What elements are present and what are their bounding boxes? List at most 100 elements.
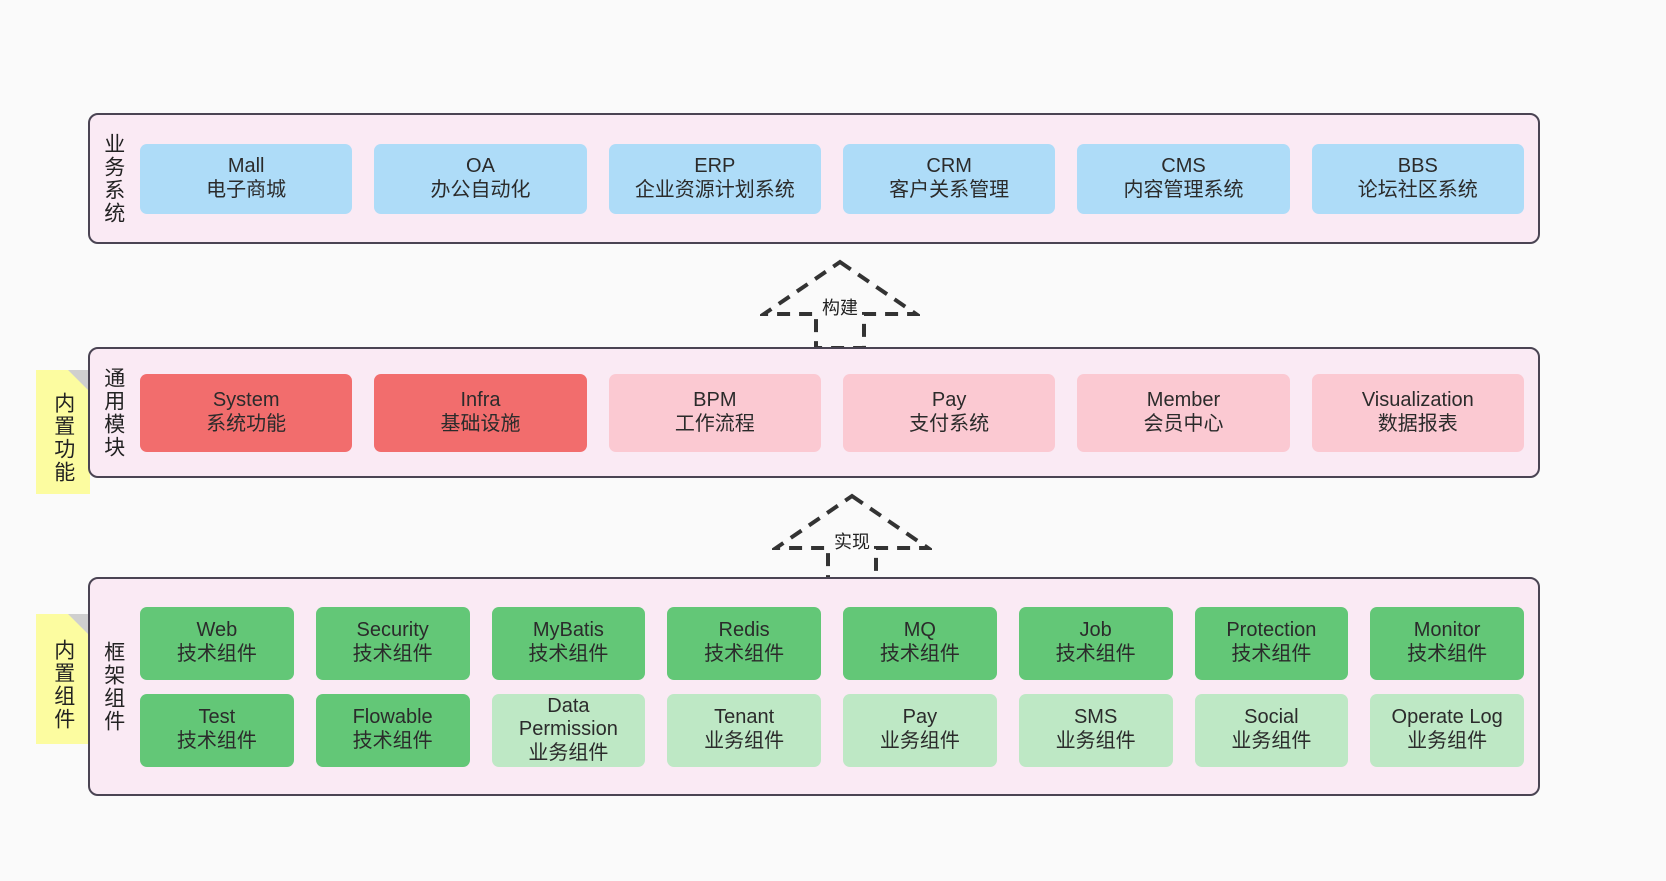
layer-framework-component: 框架组件 Web 技术组件 Security 技术组件 MyBatis 技术组件…	[88, 577, 1540, 796]
node-name-en: Social	[1244, 706, 1299, 729]
node-name-cn: 技术组件	[879, 643, 960, 665]
node-name-en: Pay	[931, 388, 967, 411]
node-web[interactable]: Web 技术组件	[140, 606, 294, 680]
node-name-cn: 内容管理系统	[1123, 178, 1244, 201]
note-label: 内置功能	[51, 392, 75, 484]
node-name-cn: 业务组件	[1055, 730, 1136, 752]
node-job[interactable]: Job 技术组件	[1018, 606, 1173, 680]
node-name-cn: 技术组件	[528, 643, 609, 665]
node-system[interactable]: System 系统功能	[140, 373, 353, 452]
node-flowable[interactable]: Flowable 技术组件	[315, 693, 470, 767]
node-bpm[interactable]: BPM 工作流程	[608, 373, 821, 452]
node-sms[interactable]: SMS 业务组件	[1018, 693, 1173, 767]
node-name-en: Flowable	[352, 706, 433, 729]
layer-common-module: 通用模块 System 系统功能 Infra 基础设施 BPM 工作流程 Pay…	[88, 347, 1540, 478]
node-erp[interactable]: ERP 企业资源计划系统	[608, 143, 821, 214]
node-name-en: BPM	[693, 388, 737, 411]
node-name-en: Test	[198, 706, 236, 729]
node-tenant[interactable]: Tenant 业务组件	[667, 693, 821, 767]
node-name-en: MyBatis	[532, 619, 604, 642]
node-cms[interactable]: CMS 内容管理系统	[1077, 143, 1290, 214]
node-name-en: Operate Log	[1391, 706, 1503, 729]
node-name-en: Tenant	[714, 706, 775, 729]
node-member[interactable]: Member 会员中心	[1077, 373, 1290, 452]
node-name-en: Redis	[718, 619, 770, 642]
connector-label-implement: 实现	[834, 532, 870, 552]
node-name-en: Protection	[1226, 619, 1317, 642]
node-name-en: SMS	[1073, 706, 1118, 729]
connector-implement: 实现	[772, 492, 932, 584]
note-builtin-component: 内置组件	[36, 614, 90, 744]
node-visualization[interactable]: Visualization 数据报表	[1311, 373, 1524, 452]
note-label: 内置组件	[51, 639, 75, 731]
node-name-cn: 数据报表	[1377, 412, 1458, 435]
node-mall[interactable]: Mall 电子商城	[140, 143, 353, 214]
connector-label-build: 构建	[822, 298, 858, 318]
layer-body-business-system: Mall 电子商城 OA 办公自动化 ERP 企业资源计划系统 CRM 客户关系…	[136, 115, 1538, 242]
node-name-en: Visualization	[1361, 388, 1474, 411]
node-name-cn: 办公自动化	[430, 178, 531, 201]
node-name-en: Monitor	[1413, 619, 1481, 642]
node-name-cn: 技术组件	[704, 643, 785, 665]
node-name-en: BBS	[1397, 154, 1438, 177]
node-operate-log[interactable]: Operate Log 业务组件	[1370, 693, 1524, 767]
node-name-cn: 技术组件	[1231, 643, 1312, 665]
node-name-cn: 技术组件	[1407, 643, 1488, 665]
node-name-en: Web	[196, 619, 238, 642]
node-name-cn: 业务组件	[704, 730, 785, 752]
layer-title-framework-component: 框架组件	[101, 640, 125, 733]
node-name-en: Security	[356, 619, 429, 642]
node-name-en: Member	[1146, 388, 1221, 411]
node-name-en: ERP	[694, 154, 736, 177]
node-name-cn: 技术组件	[1055, 643, 1136, 665]
node-security[interactable]: Security 技术组件	[315, 606, 470, 680]
node-name-cn: 电子商城	[206, 178, 287, 201]
node-test[interactable]: Test 技术组件	[140, 693, 294, 767]
node-mybatis[interactable]: MyBatis 技术组件	[491, 606, 646, 680]
node-name-en: Pay	[902, 706, 938, 729]
node-pay-component[interactable]: Pay 业务组件	[843, 693, 997, 767]
connector-build: 构建	[760, 258, 920, 350]
node-name-cn: 技术组件	[176, 643, 257, 665]
node-crm[interactable]: CRM 客户关系管理	[842, 143, 1056, 214]
node-bbs[interactable]: BBS 论坛社区系统	[1311, 143, 1524, 214]
node-name-cn: 系统功能	[206, 412, 287, 435]
node-monitor[interactable]: Monitor 技术组件	[1370, 606, 1524, 680]
node-name-en: Infra	[460, 388, 501, 411]
node-protection[interactable]: Protection 技术组件	[1194, 606, 1349, 680]
node-name-en: MQ	[903, 619, 936, 642]
node-redis[interactable]: Redis 技术组件	[667, 606, 821, 680]
node-data-permission[interactable]: Data Permission 业务组件	[491, 693, 646, 767]
node-name-en: System	[212, 388, 280, 411]
node-name-cn: 技术组件	[176, 730, 257, 752]
node-name-cn: 会员中心	[1143, 412, 1224, 435]
node-name-cn: 工作流程	[674, 412, 755, 435]
node-mq[interactable]: MQ 技术组件	[843, 606, 997, 680]
node-name-cn: 业务组件	[1407, 730, 1488, 752]
node-name-cn: 论坛社区系统	[1357, 178, 1478, 201]
layer-body-common-module: System 系统功能 Infra 基础设施 BPM 工作流程 Pay 支付系统…	[136, 349, 1538, 476]
layer-row: Web 技术组件 Security 技术组件 MyBatis 技术组件 Redi…	[140, 606, 1524, 680]
node-name-cn: 技术组件	[352, 730, 433, 752]
node-name-en: CMS	[1161, 154, 1206, 177]
node-oa[interactable]: OA 办公自动化	[374, 143, 587, 214]
node-name-cn: 业务组件	[528, 741, 609, 764]
layer-row: Test 技术组件 Flowable 技术组件 Data Permission …	[140, 693, 1524, 767]
node-name-en: Job	[1079, 619, 1112, 642]
node-name-cn: 业务组件	[1231, 730, 1312, 752]
node-name-cn: 业务组件	[879, 730, 960, 752]
node-name-en: Data Permission	[518, 694, 618, 741]
node-name-en: OA	[466, 154, 495, 177]
layer-body-framework-component: Web 技术组件 Security 技术组件 MyBatis 技术组件 Redi…	[136, 579, 1538, 794]
node-name-cn: 基础设施	[440, 412, 521, 435]
node-name-cn: 技术组件	[352, 643, 433, 665]
node-social[interactable]: Social 业务组件	[1194, 693, 1349, 767]
layer-title-common-module: 通用模块	[101, 366, 125, 459]
layer-title-business-system: 业务系统	[101, 132, 125, 225]
node-pay[interactable]: Pay 支付系统	[842, 373, 1056, 452]
layer-row: Mall 电子商城 OA 办公自动化 ERP 企业资源计划系统 CRM 客户关系…	[140, 143, 1524, 214]
node-name-cn: 企业资源计划系统	[634, 178, 795, 201]
node-infra[interactable]: Infra 基础设施	[374, 373, 587, 452]
node-name-en: Mall	[227, 154, 265, 177]
